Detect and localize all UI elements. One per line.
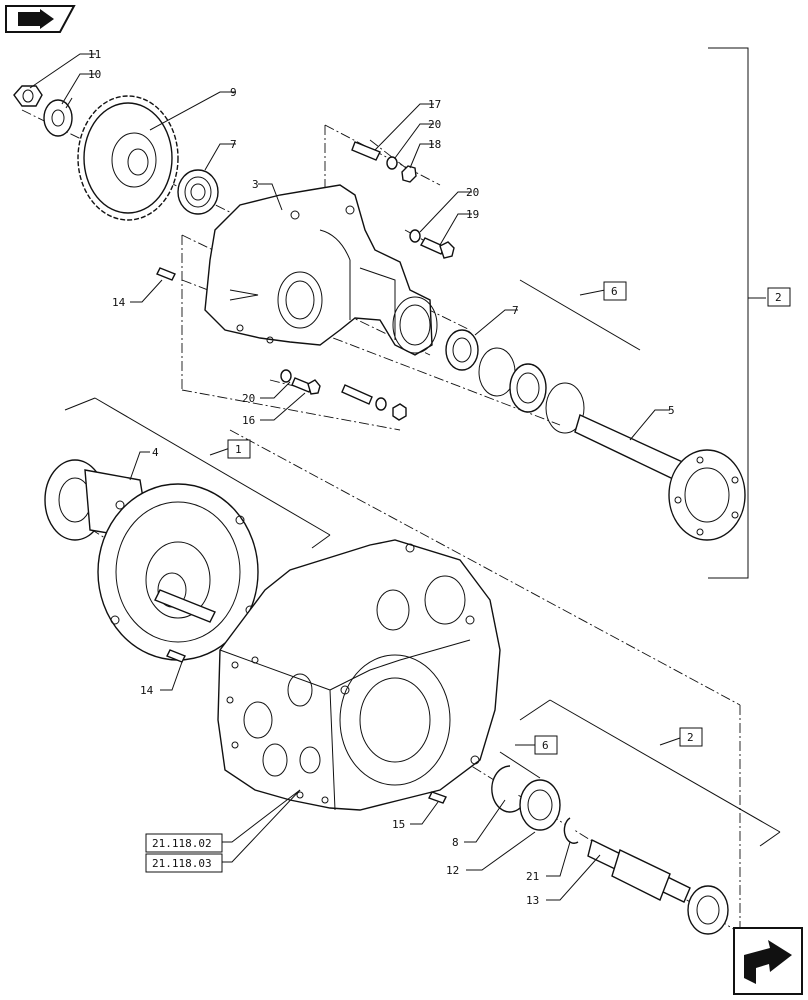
pinion-shaft-part	[587, 838, 729, 935]
callout-7b: 7	[512, 304, 519, 317]
callout-18: 18	[428, 138, 441, 151]
callout-3: 3	[252, 178, 259, 191]
book-navigation-icon[interactable]	[5, 5, 76, 33]
callout-19: 19	[466, 208, 479, 221]
assembly-box-6a-label: 6	[611, 285, 618, 298]
upper-housing-part	[204, 184, 438, 356]
dowel-pin-part	[156, 267, 176, 281]
snap-ring-part	[491, 765, 521, 813]
transmission-case-part	[217, 539, 501, 811]
side-housing-part	[44, 459, 259, 661]
bearing-set-part	[445, 329, 585, 434]
assembly-box-6a[interactable]: 6	[603, 281, 627, 301]
assembly-box-1[interactable]: 1	[227, 439, 251, 459]
assembly-box-6b-label: 6	[542, 739, 549, 752]
assembly-box-2a[interactable]: 2	[767, 287, 791, 307]
callout-20b: 20	[466, 186, 479, 199]
stud-part	[351, 141, 417, 183]
bearing-lower-part	[519, 779, 561, 831]
assembly-box-2b[interactable]: 2	[679, 727, 703, 747]
callout-14a: 14	[112, 296, 126, 309]
callout-13: 13	[526, 894, 539, 907]
callout-8: 8	[452, 836, 459, 849]
callout-7a: 7	[230, 138, 237, 151]
nut-part	[13, 85, 43, 107]
callout-17: 17	[428, 98, 441, 111]
assembly-bracket-right	[708, 47, 766, 579]
lower-bolt-part	[280, 369, 407, 421]
callout-10: 10	[88, 68, 101, 81]
callout-12: 12	[446, 864, 459, 877]
axle-shaft-part	[574, 414, 746, 541]
bearing-part	[177, 169, 219, 215]
gear-part	[77, 95, 179, 221]
assembly-box-6b[interactable]: 6	[534, 735, 558, 755]
dowel-pin-case-part	[428, 791, 447, 804]
washer-part	[43, 97, 73, 137]
callout-14b: 14	[140, 684, 154, 697]
callout-11: 11	[88, 48, 101, 61]
reference-box-1[interactable]: 21.118.02	[145, 833, 223, 853]
callout-21: 21	[526, 870, 539, 883]
callout-9: 9	[230, 86, 237, 99]
assembly-box-1-label: 1	[235, 443, 242, 456]
callout-16: 16	[242, 414, 255, 427]
callout-20c: 20	[242, 392, 255, 405]
next-page-arrow-icon[interactable]	[733, 927, 803, 995]
callout-20a: 20	[428, 118, 441, 131]
callout-labels: 11 10 9 7 3 17 20 18 20 19 7 5 14 20 16 …	[88, 48, 675, 907]
circlip-part	[563, 817, 579, 844]
leader-lines	[29, 53, 670, 901]
callout-5: 5	[668, 404, 675, 417]
group-braces	[64, 279, 781, 847]
callout-15: 15	[392, 818, 405, 831]
callout-4: 4	[152, 446, 159, 459]
assembly-box-2a-label: 2	[775, 291, 782, 304]
bolt-part	[409, 229, 455, 259]
reference-box-2[interactable]: 21.118.03	[145, 853, 223, 873]
reference-2-label: 21.118.03	[152, 857, 212, 870]
reference-1-label: 21.118.02	[152, 837, 212, 850]
assembly-box-2b-label: 2	[687, 731, 694, 744]
